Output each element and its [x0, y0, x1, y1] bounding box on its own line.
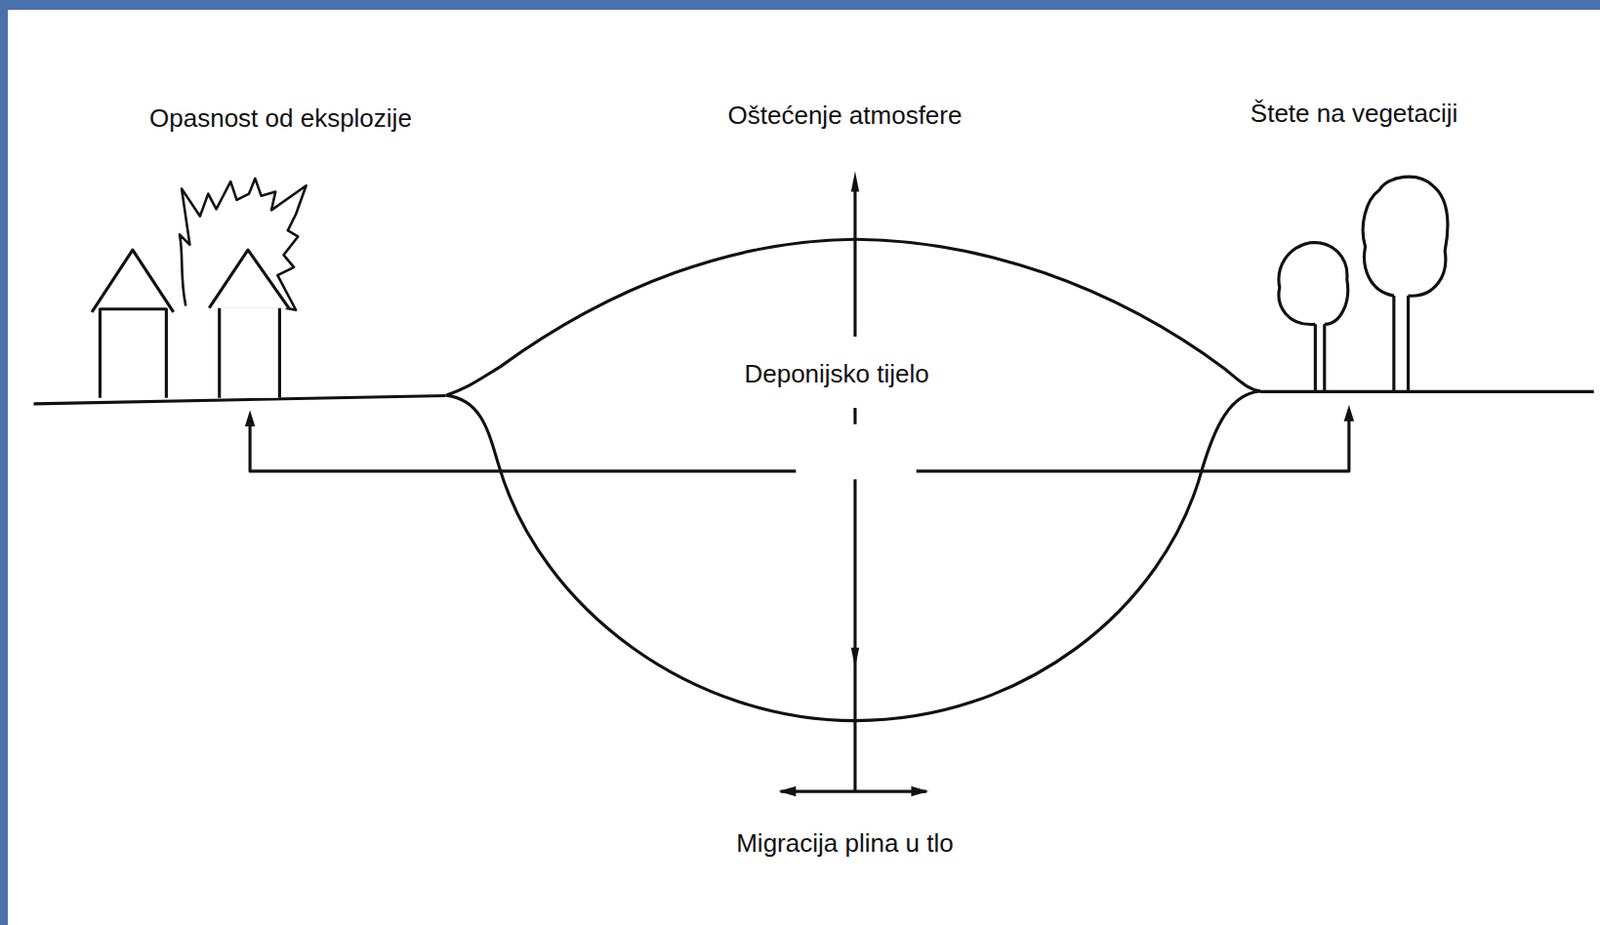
fire-symbol — [179, 178, 307, 311]
arrow-head — [851, 648, 860, 669]
house-roof — [208, 249, 289, 309]
tree-trunk — [1394, 295, 1409, 392]
arrow-head — [851, 171, 860, 193]
house-wall — [99, 309, 166, 399]
ground-line — [1260, 390, 1595, 394]
hazard-label: Opasnost od eksplozije — [149, 104, 412, 134]
house-wall — [219, 306, 281, 399]
spread-arrow — [780, 790, 927, 794]
arrow-head — [1344, 405, 1354, 422]
landfill-outline — [446, 234, 1261, 725]
hazard-label: Štete na vegetaciji — [1250, 99, 1458, 129]
landfill-body: Deponijsko tijelo — [446, 234, 1261, 725]
arrow-head — [245, 410, 255, 427]
landfill-outline-path — [446, 240, 1261, 722]
arrow-head — [910, 786, 929, 797]
node-label: Deponijsko tijelo — [739, 360, 933, 390]
axis-arrow — [853, 189, 857, 792]
hazard-label: Migracija plina u tlo — [736, 830, 954, 861]
migration-arrow — [916, 412, 1350, 472]
tree-trunk — [1314, 324, 1324, 392]
hazard-label: Oštećenje atmosfere — [728, 101, 963, 131]
migration-arrow — [249, 418, 796, 472]
slide-panel — [7, 9, 1600, 925]
tree-crown — [1362, 176, 1448, 296]
tree-crown — [1278, 243, 1349, 326]
arrow-head — [779, 786, 797, 797]
house-roof — [91, 249, 174, 313]
